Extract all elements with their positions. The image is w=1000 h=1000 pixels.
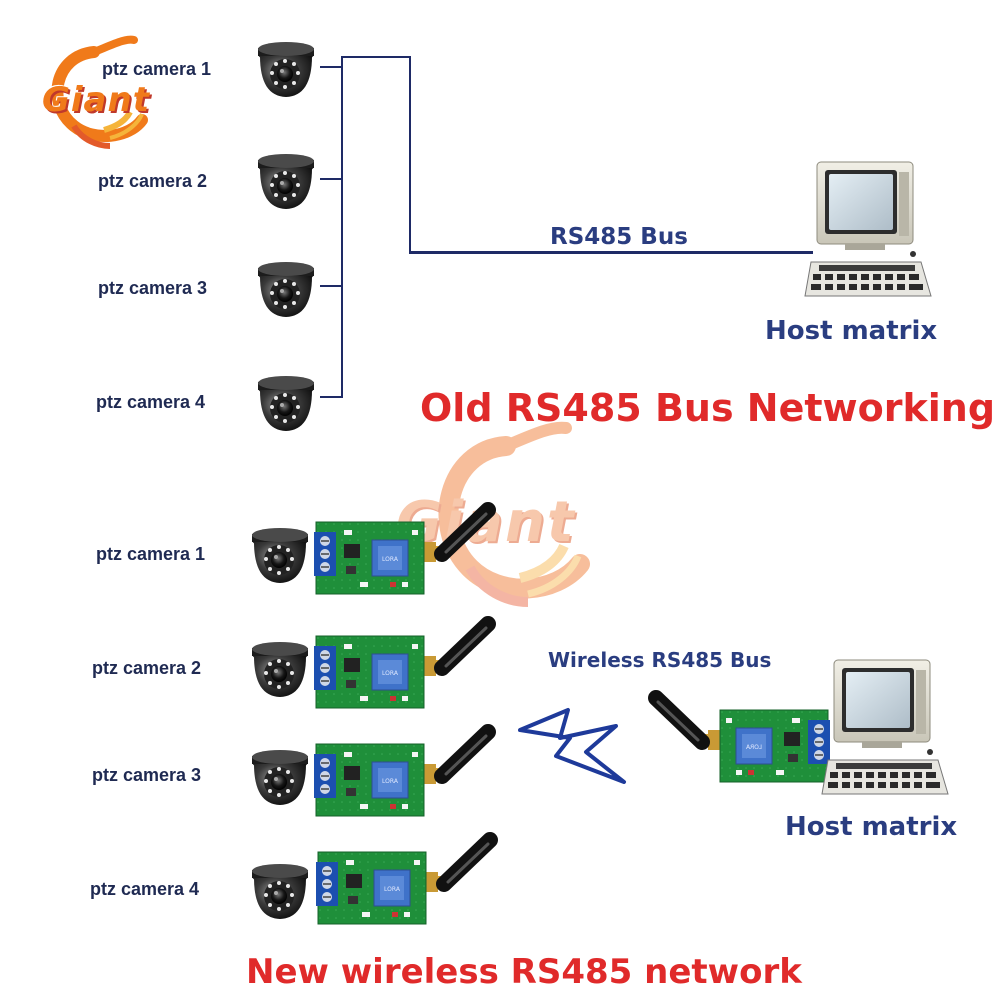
host-computer-icon xyxy=(804,161,932,297)
dome-camera-icon xyxy=(252,864,308,919)
wireless-rs485-module-icon xyxy=(316,522,496,602)
dome-camera-icon xyxy=(258,262,314,317)
new-host-matrix-label: Host matrix xyxy=(785,812,958,842)
old-host-matrix-label: Host matrix xyxy=(765,316,938,346)
dome-camera-icon xyxy=(258,154,314,209)
old-network-title: Old RS485 Bus Networking xyxy=(420,386,996,430)
giant-logo-icon xyxy=(51,35,148,149)
new-camera-label-4: ptz camera 4 xyxy=(90,879,200,899)
bus-stub-2 xyxy=(320,178,342,180)
wireless-bus-label: Wireless RS485 Bus xyxy=(548,648,772,672)
dome-camera-icon xyxy=(258,42,314,97)
wireless-rs485-module-icon xyxy=(316,744,496,824)
rs485-bus-label: RS485 Bus xyxy=(550,224,688,250)
logo-brand-text: Giant xyxy=(42,80,150,120)
giant-logo: Giant xyxy=(34,34,164,154)
dome-camera-icon xyxy=(252,642,308,697)
old-camera-label-2: ptz camera 2 xyxy=(98,171,208,191)
bus-stub-1 xyxy=(320,66,342,68)
lightning-signal-icon xyxy=(518,708,626,784)
bus-stub-3 xyxy=(320,285,342,287)
new-network-title: New wireless RS485 network xyxy=(246,952,802,992)
dome-camera-icon xyxy=(252,528,308,583)
new-camera-label-1: ptz camera 1 xyxy=(96,544,206,564)
bus-vertical-drop xyxy=(409,56,411,254)
new-camera-label-3: ptz camera 3 xyxy=(92,765,202,785)
wireless-rs485-module-icon xyxy=(316,636,496,716)
wireless-rs485-module-icon xyxy=(318,852,498,932)
dome-camera-icon xyxy=(258,376,314,431)
old-camera-label-1: ptz camera 1 xyxy=(102,59,212,79)
rs485-bus-line xyxy=(409,251,813,254)
host-computer-icon xyxy=(821,659,949,795)
giant-watermark: Giant xyxy=(396,418,616,618)
old-camera-label-3: ptz camera 3 xyxy=(98,278,208,298)
bus-vertical-camera-side xyxy=(341,56,343,398)
old-camera-label-4: ptz camera 4 xyxy=(96,392,206,412)
bus-top-connector xyxy=(341,56,411,58)
dome-camera-icon xyxy=(252,750,308,805)
giant-watermark-icon xyxy=(438,421,590,607)
new-camera-label-2: ptz camera 2 xyxy=(92,658,202,678)
bus-stub-4 xyxy=(320,396,342,398)
host-wireless-module-icon xyxy=(632,710,832,800)
